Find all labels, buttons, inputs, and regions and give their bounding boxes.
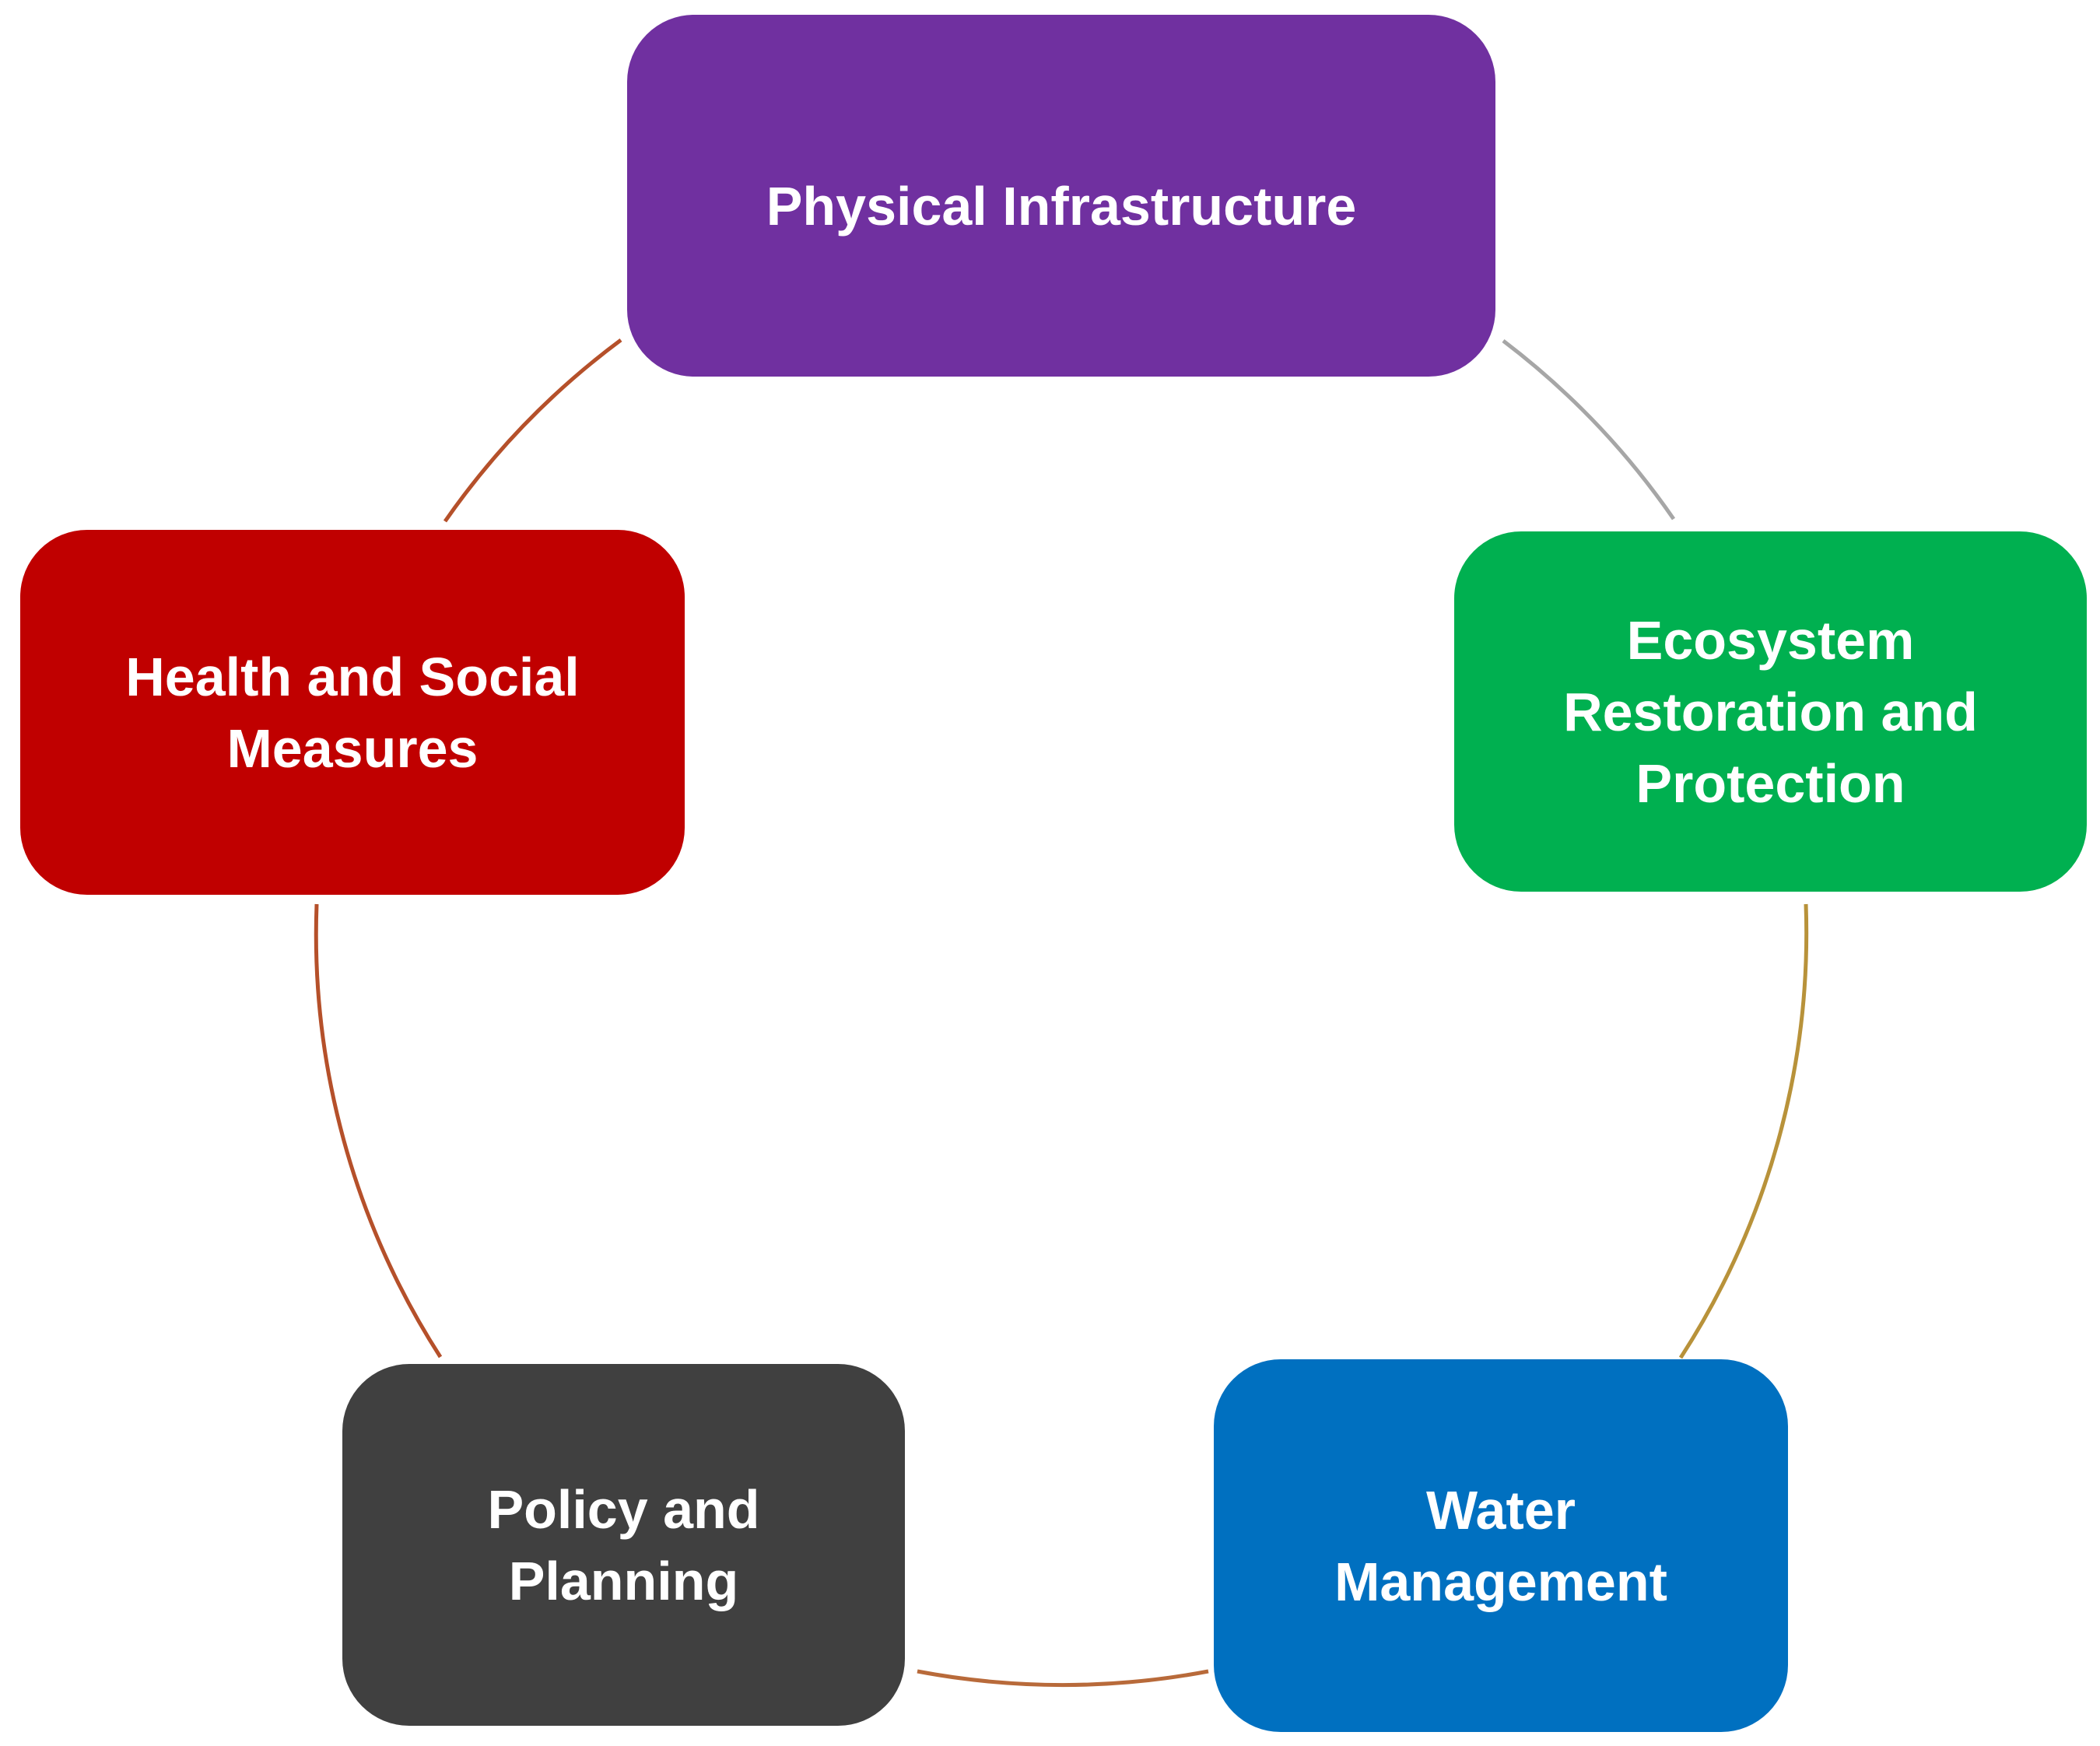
node-water-management: Water Management (1214, 1359, 1788, 1732)
node-label: Water Management (1334, 1479, 1667, 1612)
node-label: Policy and Planning (487, 1478, 760, 1611)
connector-health-physical (443, 338, 622, 523)
connector-policy-health (314, 903, 443, 1359)
node-label: Ecosystem Restoration and Protection (1563, 609, 1978, 814)
node-label: Physical Infrastructure (766, 176, 1357, 237)
connector-water-policy (917, 1669, 1209, 1687)
node-ecosystem-restoration-and-protection: Ecosystem Restoration and Protection (1454, 531, 2087, 892)
node-policy-and-planning: Policy and Planning (342, 1364, 905, 1726)
node-health-and-social-measures: Health and Social Measures (20, 530, 685, 895)
node-physical-infrastructure: Physical Infrastructure (627, 15, 1495, 377)
connector-ecosystem-water (1678, 903, 1809, 1359)
node-label: Health and Social Measures (125, 646, 580, 779)
connector-physical-ecosystem (1502, 339, 1676, 521)
